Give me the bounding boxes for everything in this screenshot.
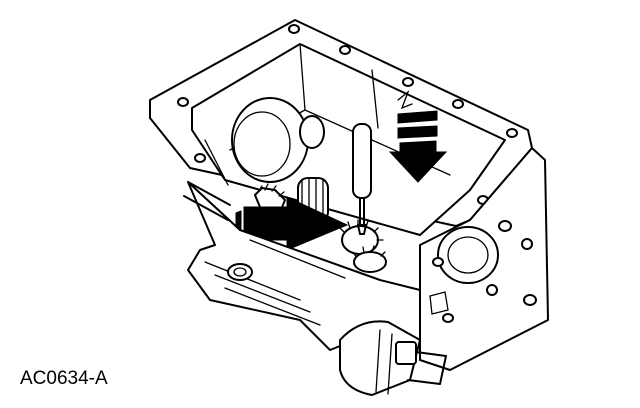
- drain-plug: [227, 263, 253, 281]
- gear-cluster: [254, 177, 387, 273]
- bolt-hole: [288, 24, 300, 34]
- case-opening-edge: [191, 43, 506, 236]
- drain-plug-inner: [233, 267, 247, 277]
- bearing-bore: [231, 97, 325, 183]
- case-lower-ribs: [204, 239, 346, 326]
- screwdriver-shaft: [359, 197, 365, 226]
- screwdriver-icon: [352, 123, 372, 235]
- bolt-hole: [402, 77, 414, 87]
- front-face-openings: [429, 220, 537, 323]
- screwdriver-handle: [352, 123, 372, 199]
- screwdriver-tip: [357, 224, 367, 235]
- bolt-hole: [506, 128, 518, 138]
- figure-id-label: AC0634-A: [20, 368, 108, 389]
- left-rail: [183, 181, 231, 221]
- black-arrow-icon: [388, 110, 448, 183]
- breather-fitting: [397, 90, 413, 110]
- bolt-hole: [452, 99, 464, 109]
- bolt-hole: [194, 153, 206, 163]
- bolt-hole: [177, 97, 189, 107]
- output-shaft: [339, 320, 447, 396]
- case-lower-housing: [187, 181, 421, 351]
- bolt-hole: [339, 45, 351, 55]
